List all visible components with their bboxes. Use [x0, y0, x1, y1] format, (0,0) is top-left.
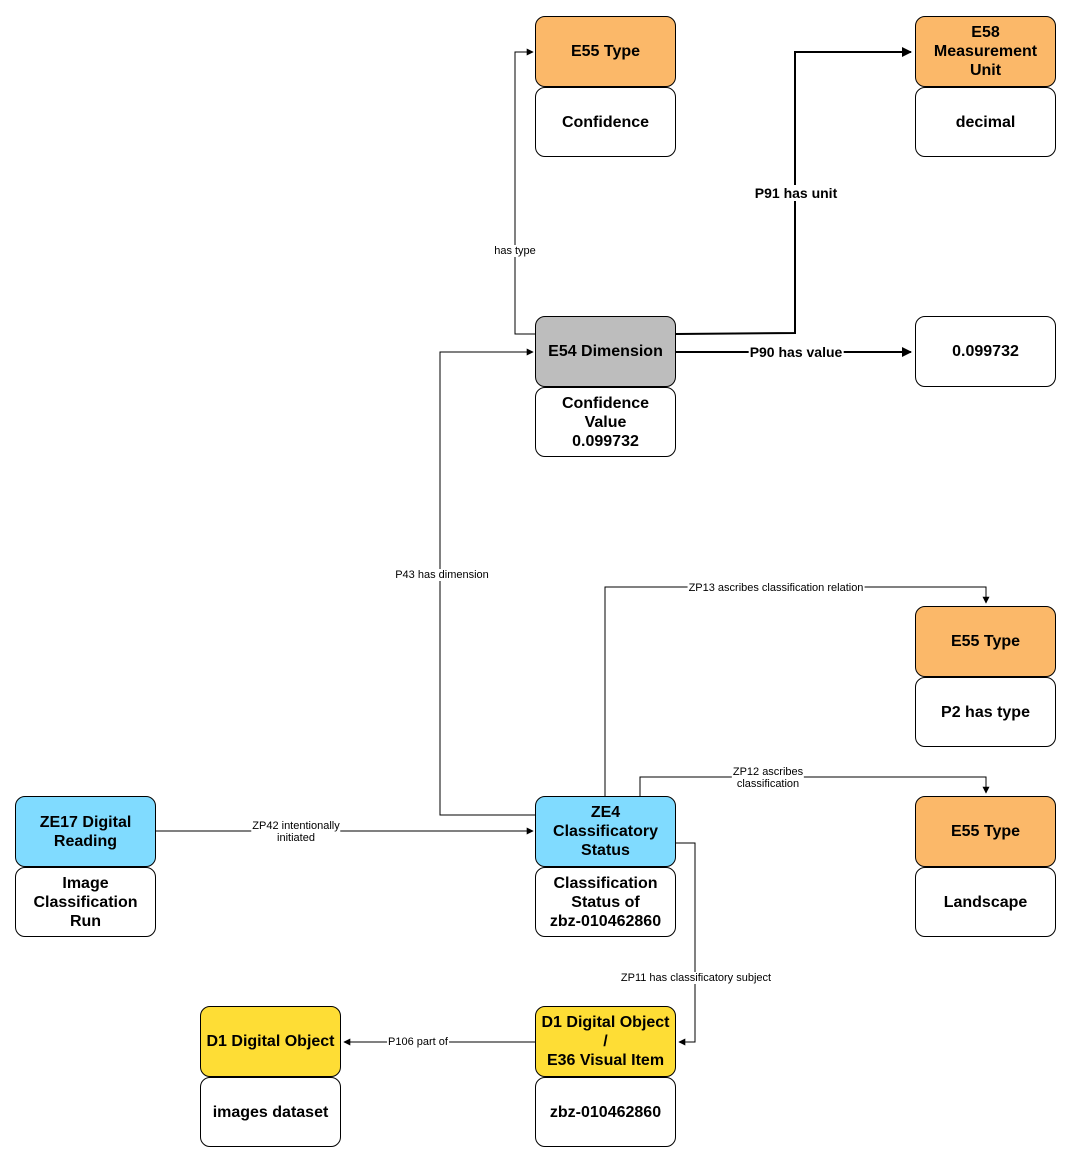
node-value-literal[interactable]: 0.099732	[915, 316, 1056, 387]
node-e55-p2-instance[interactable]: P2 has type	[915, 677, 1056, 747]
edge-label-p90-has-value: P90 has value	[748, 344, 844, 360]
edge-label-zp12: ZP12 ascribes classification	[731, 766, 805, 790]
node-e55-landscape-instance[interactable]: Landscape	[915, 867, 1056, 937]
edge-zp11	[676, 842, 696, 1046]
node-d1-visual-item-instance[interactable]: zbz-010462860	[535, 1077, 676, 1147]
node-e58-unit-class[interactable]: E58 Measurement Unit	[915, 16, 1056, 87]
edge-label-zp42: ZP42 intentionally initiated	[251, 820, 341, 844]
node-e55-confidence-instance[interactable]: Confidence	[535, 87, 676, 157]
node-ze17-reading-instance[interactable]: Image Classification Run	[15, 867, 156, 937]
edge-label-p91-has-unit: P91 has unit	[753, 185, 839, 201]
node-d1-visual-item-class[interactable]: D1 Digital Object / E36 Visual Item	[535, 1006, 676, 1077]
edge-label-p106-part-of: P106 part of	[387, 1036, 449, 1048]
edge-zp12	[639, 776, 990, 797]
node-e54-dimension-class[interactable]: E54 Dimension	[535, 316, 676, 387]
edge-has-type	[514, 48, 536, 335]
node-ze17-reading-class[interactable]: ZE17 Digital Reading	[15, 796, 156, 867]
node-e58-unit-instance[interactable]: decimal	[915, 87, 1056, 157]
node-e55-confidence-class[interactable]: E55 Type	[535, 16, 676, 87]
node-ze4-status-instance[interactable]: Classification Status of zbz-010462860	[535, 867, 676, 937]
edge-p43-has-dimension	[439, 348, 536, 816]
edge-label-zp11: ZP11 has classificatory subject	[619, 972, 773, 984]
node-e55-p2-class[interactable]: E55 Type	[915, 606, 1056, 677]
edge-label-p43-has-dimension: P43 has dimension	[394, 569, 490, 581]
node-e55-landscape-class[interactable]: E55 Type	[915, 796, 1056, 867]
node-e54-dimension-instance[interactable]: Confidence Value 0.099732	[535, 387, 676, 457]
edge-label-zp13: ZP13 ascribes classification relation	[687, 582, 865, 594]
node-ze4-status-class[interactable]: ZE4 Classificatory Status	[535, 796, 676, 867]
edge-label-has-type: has type	[493, 245, 537, 257]
node-d1-dataset-class[interactable]: D1 Digital Object	[200, 1006, 341, 1077]
node-d1-dataset-instance[interactable]: images dataset	[200, 1077, 341, 1147]
